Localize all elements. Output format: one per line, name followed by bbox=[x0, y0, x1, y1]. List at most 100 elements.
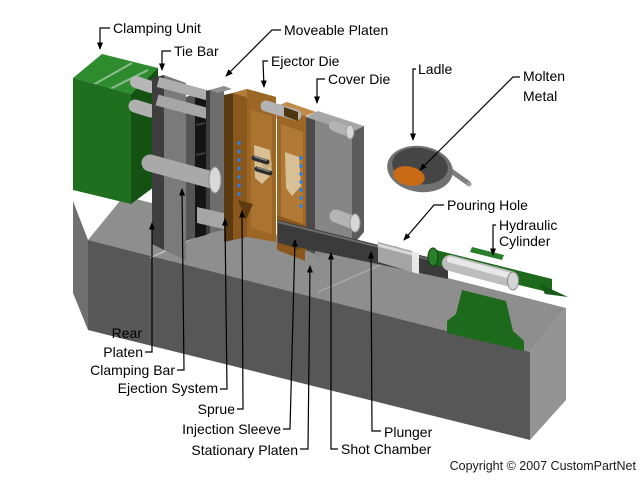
clamping-bar-body bbox=[141, 154, 221, 189]
callout-shot-chamber: Shot Chamber bbox=[328, 252, 432, 457]
ejector-die bbox=[224, 89, 276, 242]
callout-clamping-unit: Clamping Unit bbox=[97, 20, 201, 50]
leader-cover-die bbox=[314, 78, 325, 104]
plunger-sleeve-highlight bbox=[377, 243, 413, 256]
label-plunger: Plunger bbox=[384, 424, 433, 440]
moveable-platen bbox=[197, 86, 241, 235]
label-pouring-hole: Pouring Hole bbox=[447, 197, 528, 213]
label-ladle: Ladle bbox=[418, 61, 452, 77]
clamping-unit bbox=[73, 54, 158, 204]
core-pins-highlight bbox=[253, 155, 271, 173]
callout-moveable-platen: Moveable Platen bbox=[225, 22, 388, 77]
callout-clamping-bar: Clamping Bar bbox=[90, 188, 186, 378]
cooling-channel-dots-ejector bbox=[237, 141, 241, 196]
callout-cover-die: Cover Die bbox=[314, 71, 390, 104]
copyright-notice: Copyright © 2007 CustomPartNet bbox=[450, 459, 637, 473]
shot-chamber-tube-highlight bbox=[277, 221, 449, 265]
leader-molten-metal bbox=[419, 76, 520, 171]
plunger-ring bbox=[412, 251, 419, 274]
label-tie-bar: Tie Bar bbox=[174, 43, 219, 59]
clamping-unit-top-streaks bbox=[92, 62, 149, 91]
leader-hydraulic-cylinder bbox=[490, 224, 496, 256]
leader-clamping-bar bbox=[177, 188, 186, 371]
leader-ladle bbox=[410, 68, 416, 141]
stationary-platen-edge bbox=[306, 117, 315, 254]
stationary-platen bbox=[306, 111, 364, 258]
callout-sprue: Sprue bbox=[198, 210, 246, 417]
cover-die-top bbox=[277, 102, 316, 116]
hydraulic-pedestal bbox=[447, 290, 524, 351]
callout-injection-sleeve: Injection Sleeve bbox=[182, 239, 298, 437]
label-hydraulic-cylinder-2: Cylinder bbox=[499, 233, 551, 249]
hydraulic-cylinder-cap bbox=[507, 271, 519, 291]
sprue-wedge bbox=[238, 200, 253, 220]
label-moveable-platen: Moveable Platen bbox=[284, 22, 388, 38]
leader-moveable-platen bbox=[225, 29, 281, 77]
clamping-bar bbox=[141, 154, 222, 194]
label-hydraulic-cylinder-1: Hydraulic bbox=[499, 217, 557, 233]
label-ejection-system: Ejection System bbox=[118, 380, 218, 396]
platen-stub-upper bbox=[329, 121, 352, 136]
label-clamping-unit: Clamping Unit bbox=[113, 20, 201, 36]
label-ejector-die: Ejector Die bbox=[271, 53, 340, 69]
tie-bar-stub-lower bbox=[128, 99, 158, 118]
ejector-die-front bbox=[233, 89, 247, 240]
leader-rear-platen bbox=[145, 222, 155, 353]
leader-ejection-system bbox=[220, 218, 229, 390]
hydraulic-tip bbox=[540, 284, 568, 297]
shot-chamber bbox=[277, 220, 449, 279]
platen-stub-lower bbox=[329, 209, 359, 229]
callout-tie-bar: Tie Bar bbox=[159, 43, 219, 71]
leader-pouring-hole bbox=[403, 204, 444, 241]
core-pins bbox=[251, 155, 273, 176]
moveable-platen-top bbox=[210, 86, 232, 93]
hydraulic-cylinder-shine bbox=[447, 256, 512, 279]
ejector-die-edge bbox=[224, 93, 233, 242]
callout-molten-metal: Molten Metal bbox=[419, 68, 565, 171]
ladle bbox=[387, 145, 472, 193]
callout-stationary-platen: Stationary Platen bbox=[191, 265, 313, 458]
label-clamping-bar: Clamping Bar bbox=[90, 362, 175, 378]
callout-ladle: Ladle bbox=[410, 61, 452, 141]
callout-plunger: Plunger bbox=[368, 251, 433, 440]
cover-die-cavity bbox=[285, 152, 301, 196]
callout-ejection-system: Ejection System bbox=[118, 218, 229, 396]
callout-ejector-die: Ejector Die bbox=[260, 53, 340, 88]
leader-shot-chamber bbox=[328, 252, 338, 450]
platen-stub-upper-cap bbox=[345, 124, 355, 140]
label-injection-sleeve: Injection Sleeve bbox=[182, 421, 281, 437]
clamping-unit-front bbox=[73, 78, 131, 204]
leader-stationary-platen bbox=[300, 265, 313, 450]
label-cover-die: Cover Die bbox=[328, 71, 390, 87]
plunger-sleeve bbox=[378, 242, 412, 272]
cover-die bbox=[277, 102, 316, 252]
label-sprue: Sprue bbox=[198, 401, 236, 417]
moveable-platen-edge bbox=[206, 90, 210, 235]
hydraulic-top-ridge bbox=[470, 247, 504, 260]
cover-die-bar-notch bbox=[284, 107, 298, 121]
base-right-face bbox=[530, 308, 566, 440]
callout-rear-platen: Rear Platen bbox=[103, 222, 155, 360]
label-molten-metal-1: Molten bbox=[523, 68, 565, 84]
base-left-face bbox=[73, 201, 88, 330]
cooling-channel-dots-cover bbox=[299, 156, 303, 208]
hydraulic-cylinder bbox=[427, 247, 568, 351]
platen-stub-lower-cap bbox=[349, 213, 361, 233]
leader-clamping-unit bbox=[97, 27, 110, 50]
label-molten-metal-2: Metal bbox=[523, 88, 557, 104]
moveable-platen-face bbox=[210, 86, 224, 233]
ladle-handle-tip bbox=[466, 181, 472, 187]
label-stationary-platen: Stationary Platen bbox=[191, 442, 298, 458]
clamping-bar-cap bbox=[208, 166, 222, 194]
label-rear-platen-2: Platen bbox=[103, 344, 143, 360]
label-shot-chamber: Shot Chamber bbox=[341, 441, 432, 457]
molten-metal-pool bbox=[393, 166, 425, 186]
tie-bar-stub-upper bbox=[130, 76, 157, 93]
callout-pouring-hole: Pouring Hole bbox=[403, 197, 528, 241]
leader-plunger bbox=[368, 251, 381, 432]
callouts: Clamping Unit Tie Bar Moveable Platen Ej… bbox=[90, 20, 565, 458]
ejection-system-column bbox=[195, 91, 206, 238]
callout-hydraulic-cylinder: Hydraulic Cylinder bbox=[490, 217, 557, 256]
